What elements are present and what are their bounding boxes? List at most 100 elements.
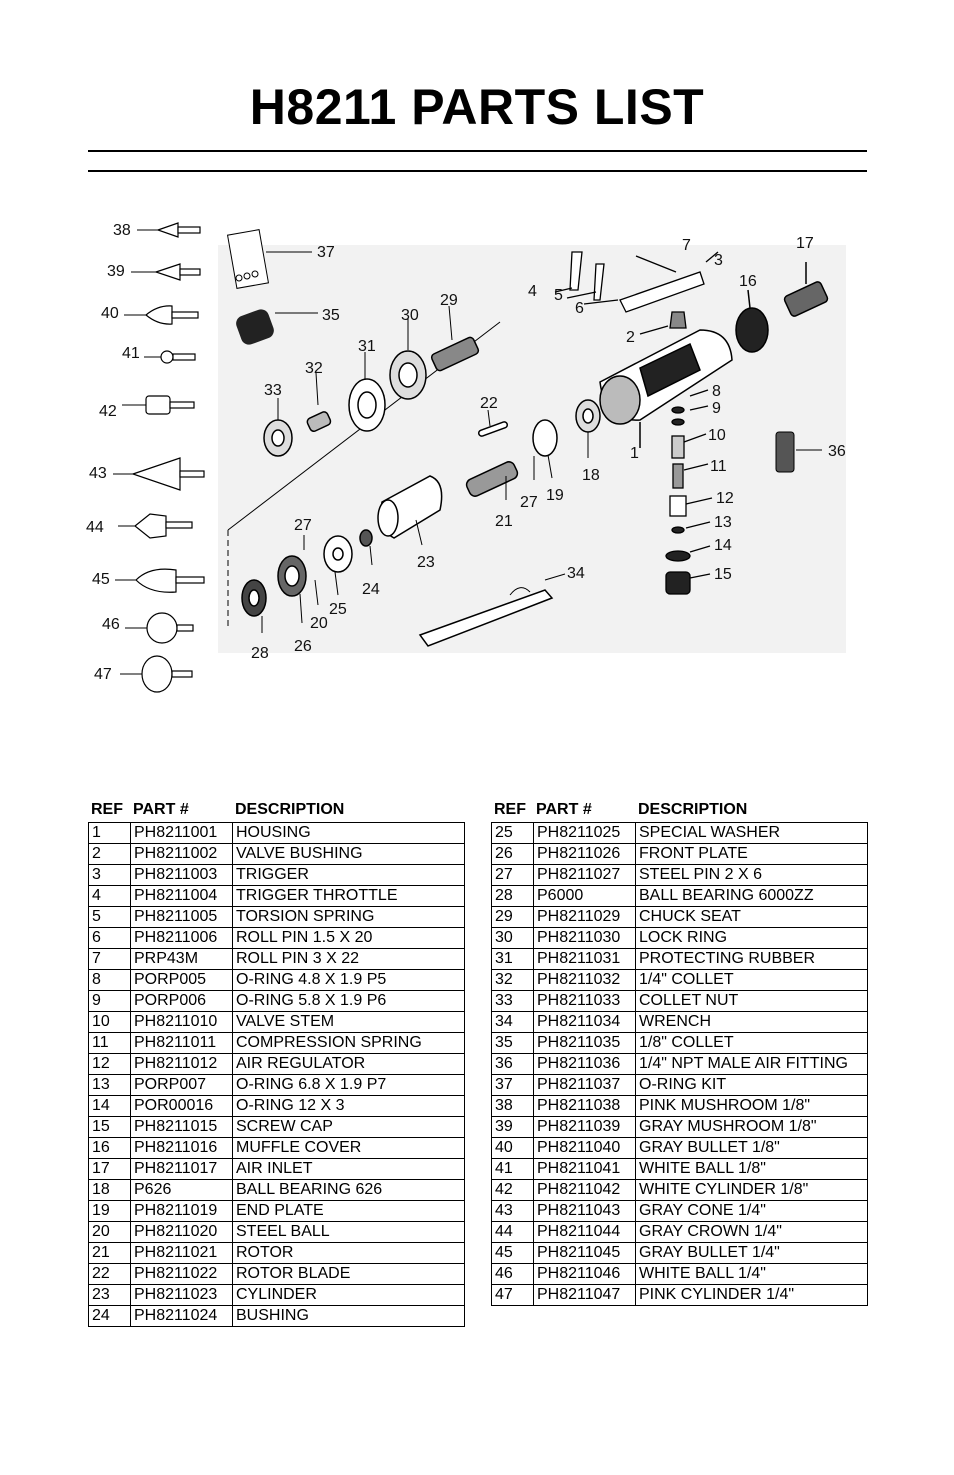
callout-46: 46 <box>102 616 120 633</box>
callout-27b: 27 <box>520 494 538 511</box>
part-number-cell: PRP43M <box>130 948 233 970</box>
ref-cell: 37 <box>491 1074 534 1096</box>
callout-4: 4 <box>528 283 537 300</box>
description-cell: GRAY MUSHROOM 1/8" <box>635 1116 868 1138</box>
part-number-cell: PH8211019 <box>130 1200 233 1222</box>
description-cell: GRAY BULLET 1/4" <box>635 1242 868 1264</box>
part-number-cell: PH8211043 <box>533 1200 636 1222</box>
ref-cell: 47 <box>491 1284 534 1306</box>
description-cell: COLLET NUT <box>635 990 868 1012</box>
collet-eighth <box>236 309 318 345</box>
ref-cell: 39 <box>491 1116 534 1138</box>
description-cell: STEEL BALL <box>232 1221 465 1243</box>
chuck-leaders <box>277 305 453 420</box>
description-cell: PINK CYLINDER 1/4" <box>635 1284 868 1306</box>
part-number-cell: PH8211023 <box>130 1284 233 1306</box>
part-number-cell: POR00016 <box>130 1095 233 1117</box>
ref-cell: 32 <box>491 969 534 991</box>
housing <box>599 329 733 448</box>
description-cell: VALVE STEM <box>232 1011 465 1033</box>
ref-cell: 2 <box>88 843 131 865</box>
callout-42: 42 <box>99 403 117 420</box>
callout-8: 8 <box>712 383 721 400</box>
description-cell: 1/4" COLLET <box>635 969 868 991</box>
description-cell: O-RING 4.8 X 1.9 P5 <box>232 969 465 991</box>
callout-38: 38 <box>113 222 131 239</box>
callout-14: 14 <box>714 537 732 554</box>
callout-11: 11 <box>710 458 727 475</box>
description-cell: TRIGGER THROTTLE <box>232 885 465 907</box>
part-number-cell: PORP006 <box>130 990 233 1012</box>
oring-kit-card <box>226 229 312 289</box>
ref-cell: 26 <box>491 843 534 865</box>
callout-25: 25 <box>329 601 347 618</box>
description-cell: END PLATE <box>232 1200 465 1222</box>
header-ref: REF <box>494 801 526 818</box>
callout-43: 43 <box>89 465 107 482</box>
part-number-cell: PH8211039 <box>533 1116 636 1138</box>
part-number-cell: PH8211011 <box>130 1032 233 1054</box>
part-number-cell: PH8211041 <box>533 1158 636 1180</box>
description-cell: O-RING 5.8 X 1.9 P6 <box>232 990 465 1012</box>
description-cell: ROTOR BLADE <box>232 1263 465 1285</box>
callout-40: 40 <box>101 305 119 322</box>
description-cell: 1/8" COLLET <box>635 1032 868 1054</box>
callout-13: 13 <box>714 514 732 531</box>
callout-26: 26 <box>294 638 312 655</box>
ref-cell: 44 <box>491 1221 534 1243</box>
part-number-cell: PH8211005 <box>130 906 233 928</box>
callout-3: 3 <box>714 252 723 269</box>
ref-cell: 36 <box>491 1053 534 1075</box>
part-number-cell: PH8211047 <box>533 1284 636 1306</box>
ref-cell: 9 <box>88 990 131 1012</box>
description-cell: LOCK RING <box>635 927 868 949</box>
part-number-cell: PH8211024 <box>130 1305 233 1327</box>
callout-23: 23 <box>417 554 435 571</box>
part-number-cell: PH8211027 <box>533 864 636 886</box>
part-number-cell: PH8211033 <box>533 990 636 1012</box>
part-number-cell: PH8211003 <box>130 864 233 886</box>
description-cell: ROLL PIN 1.5 X 20 <box>232 927 465 949</box>
description-cell: AIR INLET <box>232 1158 465 1180</box>
part-number-cell: PH8211034 <box>533 1011 636 1033</box>
top-rule <box>88 150 867 152</box>
description-cell: GRAY BULLET 1/8" <box>635 1137 868 1159</box>
description-cell: PINK MUSHROOM 1/8" <box>635 1095 868 1117</box>
callout-44: 44 <box>86 519 104 536</box>
description-cell: GRAY CROWN 1/4" <box>635 1221 868 1243</box>
description-cell: WHITE CYLINDER 1/8" <box>635 1179 868 1201</box>
page-title: H8211 PARTS LIST <box>249 79 705 135</box>
part-number-cell: P626 <box>130 1179 233 1201</box>
ref-cell: 17 <box>88 1158 131 1180</box>
description-cell: CHUCK SEAT <box>635 906 868 928</box>
ref-cell: 13 <box>88 1074 131 1096</box>
ref-cell: 10 <box>88 1011 131 1033</box>
callout-39: 39 <box>107 263 125 280</box>
ref-cell: 12 <box>88 1053 131 1075</box>
trigger-parts <box>554 251 719 335</box>
ref-cell: 25 <box>491 822 534 844</box>
description-cell: SCREW CAP <box>232 1116 465 1138</box>
